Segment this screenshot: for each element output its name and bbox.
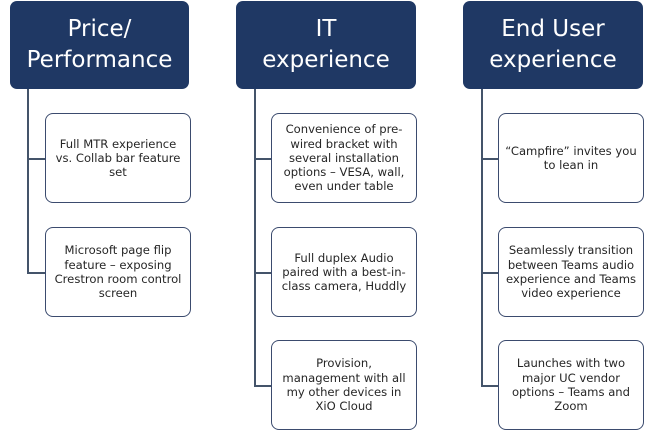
item-pre-wired-bracket: Convenience of pre-wired bracket with se… bbox=[271, 113, 417, 203]
connector-horizontal bbox=[27, 158, 45, 160]
item-xio-cloud-provisioning: Provision, management with all my other … bbox=[271, 340, 417, 430]
item-full-duplex-audio: Full duplex Audio paired with a best-in-… bbox=[271, 227, 417, 317]
connector-vertical bbox=[254, 89, 256, 386]
item-campfire: “Campfire” invites you to lean in bbox=[498, 113, 644, 203]
connector-horizontal bbox=[481, 158, 498, 160]
header-it-experience: IT experience bbox=[236, 1, 416, 89]
connector-horizontal bbox=[27, 272, 45, 274]
connector-vertical bbox=[481, 89, 483, 386]
connector-horizontal bbox=[254, 385, 271, 387]
connector-horizontal bbox=[481, 385, 498, 387]
item-microsoft-page-flip: Microsoft page flip feature – exposing C… bbox=[45, 227, 191, 317]
header-end-user-experience: End User experience bbox=[463, 1, 643, 89]
item-full-mtr-experience: Full MTR experience vs. Collab bar featu… bbox=[45, 113, 191, 203]
item-seamless-transition: Seamlessly transition between Teams audi… bbox=[498, 227, 644, 317]
connector-vertical bbox=[27, 89, 29, 273]
connector-horizontal bbox=[254, 158, 271, 160]
connector-horizontal bbox=[254, 272, 271, 274]
connector-horizontal bbox=[481, 272, 498, 274]
header-price-performance: Price/ Performance bbox=[10, 1, 189, 89]
item-uc-vendor-options: Launches with two major UC vendor option… bbox=[498, 340, 644, 430]
